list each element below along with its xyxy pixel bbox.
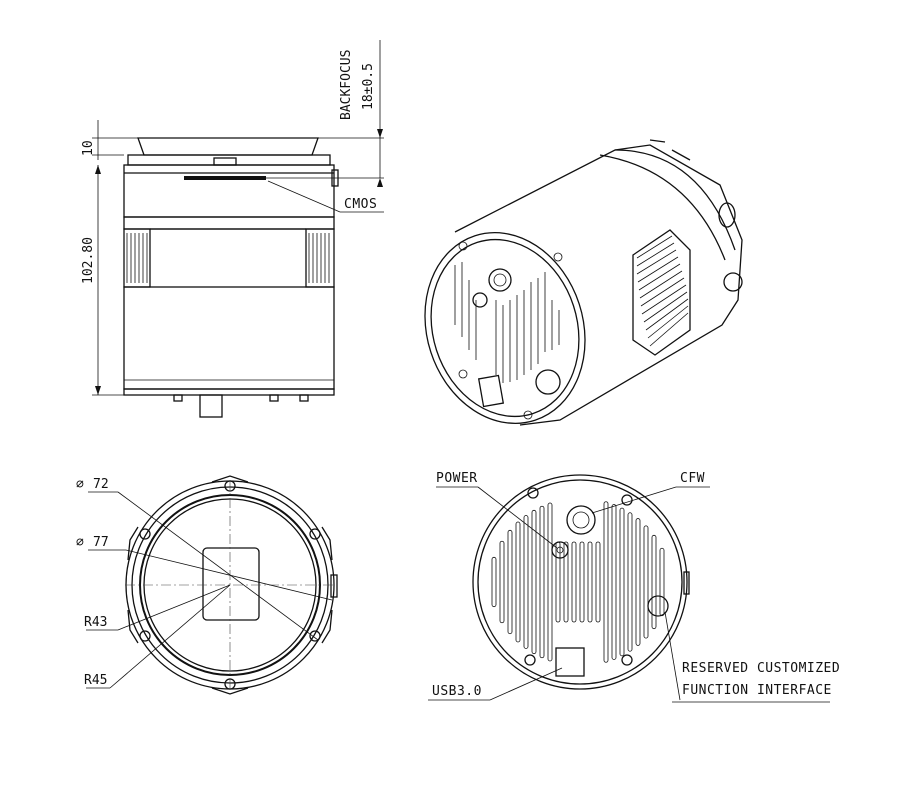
dim-radius-45: R45 bbox=[84, 673, 107, 688]
vent-slot bbox=[651, 534, 657, 630]
side-view: 10 102.80 BACKFOCUS 18±0.5 CMOS bbox=[81, 40, 384, 418]
vent-slot bbox=[515, 521, 521, 643]
iso-side-fins bbox=[632, 229, 691, 356]
vent-slot bbox=[547, 502, 553, 662]
label-power: POWER bbox=[436, 471, 478, 486]
vent-slot bbox=[635, 518, 641, 646]
vent-slot bbox=[611, 504, 617, 660]
dim-radius-43: R43 bbox=[84, 615, 107, 630]
diameter-symbol-77: ∅ bbox=[76, 535, 84, 550]
dim-diameter-72: 72 bbox=[93, 477, 109, 492]
vent-slot bbox=[571, 541, 577, 623]
vent-slot bbox=[643, 525, 649, 639]
dim-backfocus-title: BACKFOCUS bbox=[339, 50, 354, 120]
label-usb: USB3.0 bbox=[432, 684, 482, 699]
dim-top-thickness: 10 bbox=[81, 140, 96, 156]
vent-slot bbox=[627, 512, 633, 652]
vent-slot bbox=[499, 540, 505, 624]
vent-slot bbox=[603, 501, 609, 663]
label-reserved-line1: RESERVED CUSTOMIZED bbox=[682, 661, 840, 676]
vent-slot bbox=[523, 515, 529, 649]
back-vents bbox=[491, 501, 665, 663]
label-reserved-line2: FUNCTION INTERFACE bbox=[682, 683, 832, 698]
cfw-port bbox=[566, 505, 596, 535]
vent-slot bbox=[579, 541, 585, 623]
back-view: POWER CFW USB3.0 RESERVED CUSTOMIZED FUN… bbox=[428, 471, 840, 703]
label-cfw: CFW bbox=[680, 471, 705, 486]
vent-slot bbox=[587, 541, 593, 623]
vent-slot bbox=[539, 505, 545, 659]
isometric-view bbox=[424, 139, 743, 426]
dim-diameter-77: 77 bbox=[93, 535, 109, 550]
label-cmos: CMOS bbox=[344, 197, 377, 212]
vent-slot bbox=[491, 556, 497, 608]
dim-body-height: 102.80 bbox=[81, 237, 96, 284]
power-port bbox=[551, 541, 569, 559]
side-fins-left bbox=[123, 228, 151, 288]
side-fins-right bbox=[305, 228, 335, 288]
dim-backfocus-value: 18±0.5 bbox=[361, 63, 376, 110]
vent-slot bbox=[507, 529, 513, 635]
usb-port bbox=[555, 647, 585, 677]
diameter-symbol-72: ∅ bbox=[76, 477, 84, 492]
vent-slot bbox=[531, 509, 537, 655]
vent-slot bbox=[595, 541, 601, 623]
vent-slot bbox=[619, 507, 625, 657]
vent-slot bbox=[659, 547, 665, 617]
front-view: ∅ 72 ∅ 77 R43 R45 bbox=[76, 475, 338, 695]
vent-slot bbox=[563, 541, 569, 623]
reserved-port bbox=[647, 595, 669, 617]
iso-back-vents bbox=[454, 262, 560, 383]
vent-slot bbox=[555, 541, 561, 623]
